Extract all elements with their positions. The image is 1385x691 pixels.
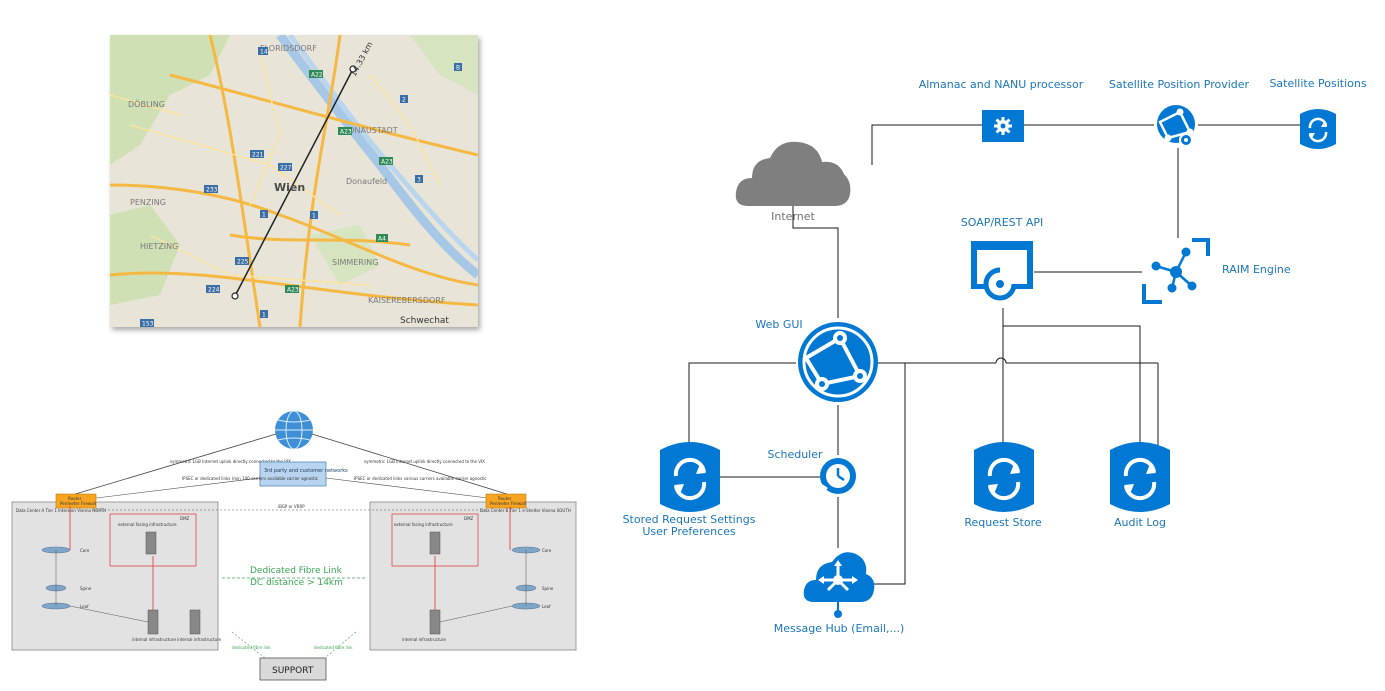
satellite-provider-icon <box>1154 102 1200 150</box>
internet-cloud-icon <box>734 138 852 208</box>
globe-icon <box>275 410 313 450</box>
stored-settings-label: Stored Request Settings User Preferences <box>623 514 756 538</box>
almanac-processor-icon <box>982 110 1024 142</box>
almanac-label: Almanac and NANU processor <box>918 78 1084 91</box>
map-road-label: 225 <box>237 259 249 266</box>
raim-label: RAIM Engine <box>1222 263 1291 276</box>
map-city-label: Wien <box>274 181 305 194</box>
internet-note-right: symmetric 1GB Internet uplink directly c… <box>364 459 485 464</box>
raim-engine-icon <box>1142 238 1212 304</box>
leaf-left: Leaf <box>80 604 89 609</box>
ext-infra-left: external facing infrastructure <box>118 522 177 527</box>
dmz-right-label: DMZ <box>464 516 474 521</box>
message-hub-label: Message Hub (Email,...) <box>773 622 905 635</box>
vienna-map-graphic: FLORIDSDORF DÖBLING DONAUSTADT Donaufeld… <box>109 32 481 328</box>
map-road-label: A23 <box>381 159 393 166</box>
request-store-db-icon <box>974 440 1034 514</box>
ipsec-left: IPSEC or dedicated links (min 100 carrie… <box>182 476 318 481</box>
router-right-subtitle: Perimeter Firewall <box>490 501 526 506</box>
ipsec-right: IPSEC or dedicated links various carrier… <box>354 476 487 481</box>
map-road-label: 227 <box>280 165 292 172</box>
spine-right: Spine <box>542 586 554 591</box>
dmz-left-label: DMZ <box>180 516 190 521</box>
map-road-label: 2 <box>402 97 406 104</box>
fibre-line-1: Dedicated Fibre Link <box>250 566 343 576</box>
map-district-label: HIETZING <box>140 242 178 251</box>
scheduler-label: Scheduler <box>767 448 823 461</box>
internet-note-left: symmetric 1GB Internet uplink directly c… <box>170 459 291 464</box>
spine-left: Spine <box>80 586 92 591</box>
stored-settings-line2: User Preferences <box>642 525 736 538</box>
map-road-label: A23 <box>340 129 352 136</box>
message-hub-icon <box>802 546 876 622</box>
map-road-label: 1 <box>262 212 266 219</box>
datacenter-diagram-graphic: symmetric 1GB Internet uplink directly c… <box>11 410 577 681</box>
dedicated-fibre-right: dedicated fibre link <box>314 645 353 650</box>
internet-label: Internet <box>771 210 815 223</box>
router-left-title: Router <box>68 496 82 501</box>
satellite-provider-label: Satellite Position Provider <box>1108 78 1250 91</box>
map-district-label: PENZING <box>130 198 166 207</box>
datacenter-diagram: symmetric 1GB Internet uplink directly c… <box>10 410 582 682</box>
core-right: Core <box>542 548 552 553</box>
map-district-label: DONAUSTADT <box>342 126 398 135</box>
map-district-label: DÖBLING <box>128 99 165 109</box>
request-store-label: Request Store <box>964 516 1042 529</box>
fibre-line-2: DC distance > 14km <box>250 578 343 588</box>
map-road-label: 14 <box>260 49 268 56</box>
stored-settings-db-icon <box>660 440 720 514</box>
support-label: SUPPORT <box>272 666 314 676</box>
audit-log-label: Audit Log <box>1114 516 1166 529</box>
vienna-map: FLORIDSDORF DÖBLING DONAUSTADT Donaufeld… <box>109 32 481 328</box>
satellite-positions-db-icon <box>1300 108 1336 150</box>
third-party-label: 3rd party and customer networks <box>264 468 348 474</box>
leaf-right: Leaf <box>542 604 551 609</box>
bgp-label: iBGP or VRRP <box>278 504 305 509</box>
web-gui-label: Web GUI <box>755 318 803 331</box>
core-left: Core <box>80 548 90 553</box>
map-road-label: 3 <box>417 177 421 184</box>
int-infra-left: internal infrastructure internal infrast… <box>132 637 222 642</box>
int-infra-right: internal infrastructure <box>402 637 446 642</box>
map-district-label: Schwechat <box>400 316 449 326</box>
map-district-label: SIMMERING <box>332 258 378 267</box>
stored-settings-line1: Stored Request Settings <box>622 513 756 526</box>
map-road-label: A22 <box>311 72 323 79</box>
scheduler-icon <box>818 454 858 498</box>
map-district-label: KAISEREBERSDORF <box>368 296 446 305</box>
map-road-label: 153 <box>142 321 154 328</box>
ext-infra-right: external facing infrastructure <box>394 522 453 527</box>
dc-left-label: Data Center A Tier 1 Interxion Vienna NO… <box>16 508 106 513</box>
map-district-label: Donaufeld <box>346 177 387 186</box>
map-road-label: A4 <box>378 236 386 243</box>
audit-log-db-icon <box>1110 440 1170 514</box>
map-road-label: A23 <box>287 287 299 294</box>
satellite-positions-label: Satellite Positions <box>1269 77 1367 90</box>
map-road-label: 233 <box>206 187 218 194</box>
dc-right-label: Data Center B Tier 1 e-Shelter Vienna SO… <box>480 508 571 513</box>
soap-label: SOAP/REST API <box>960 216 1044 229</box>
router-left-subtitle: Perimeter Firewall <box>60 501 96 506</box>
router-right-title: Router <box>498 496 512 501</box>
map-road-label: B <box>456 65 460 72</box>
dc-left-box <box>11 501 219 651</box>
dedicated-fibre-left: dedicated fibre link <box>232 645 271 650</box>
dc-right-box <box>369 501 577 651</box>
map-road-label: 1 <box>312 213 316 220</box>
map-road-label: 221 <box>252 152 264 159</box>
map-road-label: 1 <box>262 312 266 319</box>
web-gui-icon <box>796 318 882 406</box>
api-gateway-icon <box>970 240 1034 308</box>
map-district-label: FLORIDSDORF <box>260 44 317 53</box>
map-road-label: 224 <box>208 287 220 294</box>
